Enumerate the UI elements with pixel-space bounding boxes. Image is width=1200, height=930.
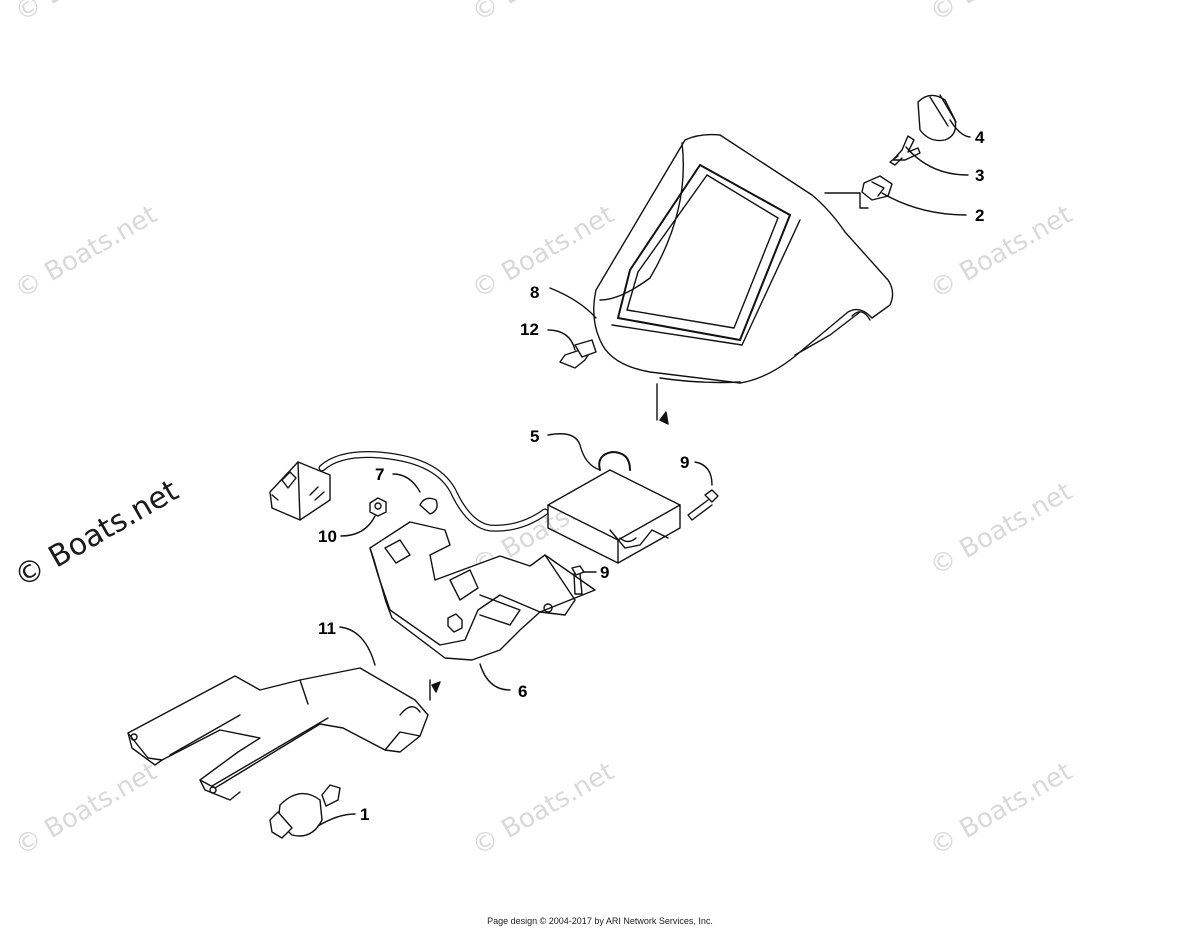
control-module [547,451,681,564]
bracket-hole [543,603,553,613]
callout-9-upper: 9 [680,453,689,472]
instrument-hood [593,133,894,384]
callout-1: 1 [360,805,369,824]
bracket-hole [130,733,138,741]
mounting-bracket [369,521,596,661]
nut-on-bracket [447,613,463,633]
harness-connector [269,461,331,521]
callout-10: 10 [318,527,337,546]
screw-lower [571,565,585,595]
leader-line [824,192,869,209]
rotary-switch [269,784,341,839]
screw-upper [687,489,719,521]
page-footer: Page design © 2004-2017 by ARI Network S… [487,916,713,926]
leader-lines [317,119,971,827]
callout-5: 5 [530,427,539,446]
callout-6: 6 [518,682,527,701]
callout-4: 4 [975,128,985,147]
ignition-switch-parts [861,94,957,201]
callout-12: 12 [520,320,539,339]
push-rivet [559,339,597,369]
lock-nut [369,497,387,517]
callout-7: 7 [375,465,384,484]
grommet [419,497,438,515]
arrow-marker [659,411,669,425]
bracket-hole [209,786,217,794]
callout-2: 2 [975,206,984,225]
callout-9-lower: 9 [600,563,609,582]
arrow-marker [431,681,441,693]
lower-bracket [127,667,429,801]
callout-8: 8 [530,283,539,302]
callout-11: 11 [318,619,336,638]
callout-3: 3 [975,166,984,185]
wiring-harness [318,451,549,532]
